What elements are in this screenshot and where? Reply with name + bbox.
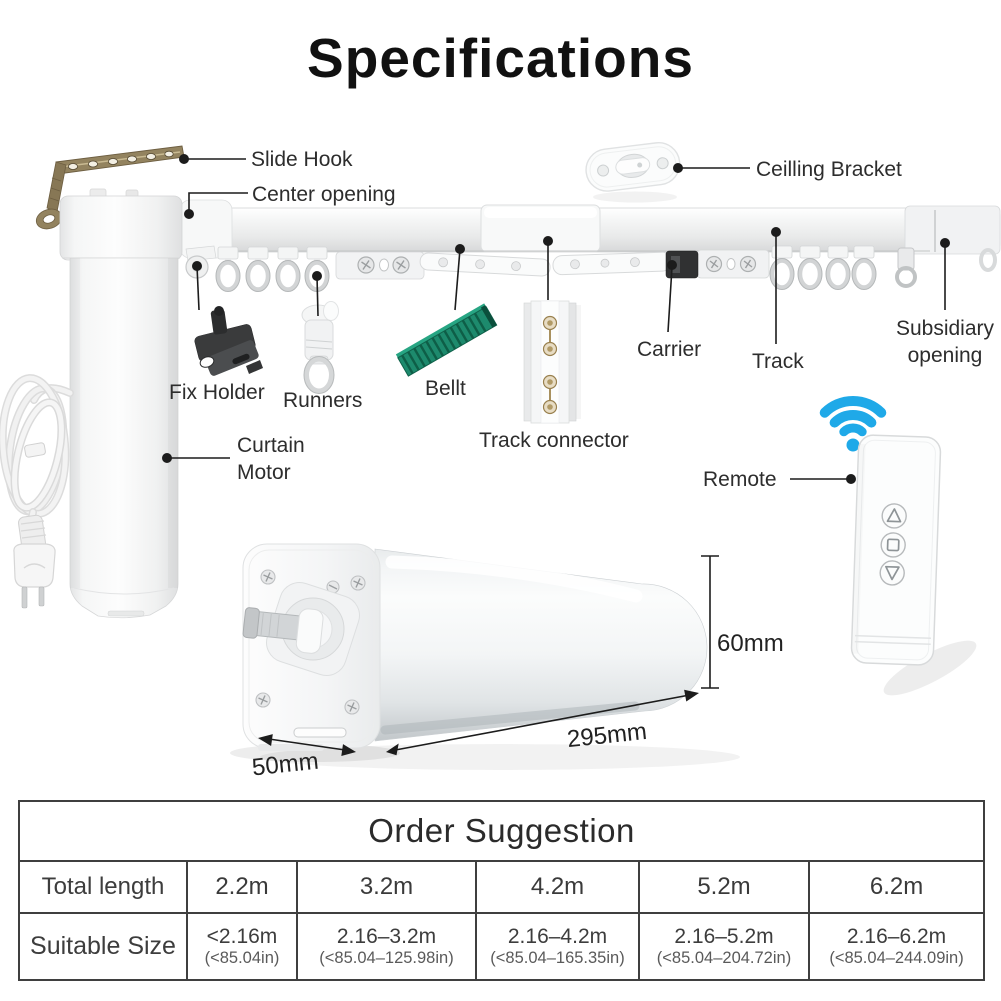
fix-holder-part (194, 306, 263, 376)
belt-drive-right (552, 249, 770, 279)
track-label: Track (752, 350, 804, 373)
total-length-value-2: 4.2m (475, 860, 640, 914)
suitable-size-m-1: 2.16–3.2m (336, 924, 437, 948)
power-plug (13, 514, 56, 609)
curtain-motor-part (59, 188, 183, 619)
suitable-size-cell-2: 2.16–4.2m (<85.04–165.35in) (475, 912, 640, 981)
total-length-value-0: 2.2m (186, 860, 298, 914)
diagram-illustration (0, 142, 1001, 770)
order-suggestion-table: Order Suggestion Total length 2.2m 3.2m … (17, 800, 986, 981)
dimension-arrowheads (258, 689, 699, 756)
motor-coupling (185, 245, 217, 279)
suitable-size-in-1: (<85.04–125.98in) (319, 948, 454, 967)
runners-on-track-right (769, 245, 997, 290)
suitable-size-cell-4: 2.16–6.2m (<85.04–244.09in) (807, 912, 986, 981)
subsidiary-opening-label: Subsidiary opening (895, 317, 995, 367)
wifi-icon (819, 395, 887, 452)
runner-part (301, 301, 339, 394)
remote-part (850, 434, 977, 696)
power-cord (0, 374, 74, 548)
total-length-value-4: 6.2m (807, 860, 986, 914)
dimension-lines (261, 555, 719, 752)
ceiling-bracket-part (585, 142, 681, 203)
dimension-height-label: 60mm (717, 630, 784, 657)
track-connector-part (523, 300, 581, 424)
leader-lines (162, 154, 950, 484)
suitable-size-m-4: 2.16–6.2m (846, 924, 947, 948)
curtain-motor-label: Curtain Motor (237, 434, 305, 484)
ceiling-bracket-label: Ceilling Bracket (756, 158, 902, 181)
row-header-total-length: Total length (18, 860, 188, 914)
runners-label: Runners (283, 389, 363, 412)
suitable-size-cell-0: <2.16m (<85.04in) (186, 912, 298, 981)
suitable-size-in-2: (<85.04–165.35in) (490, 948, 625, 967)
suitable-size-m-3: 2.16–5.2m (674, 924, 774, 948)
motor-product-photo (230, 543, 740, 770)
belt-drive-left (335, 251, 551, 280)
carrier-label: Carrier (637, 338, 702, 361)
remote-label: Remote (703, 468, 777, 491)
belt-part (395, 303, 498, 377)
row-header-suitable-size: Suitable Size (18, 912, 188, 981)
suitable-size-m-2: 2.16–4.2m (507, 924, 608, 948)
suitable-size-in-4: (<85.04–244.09in) (829, 948, 964, 967)
total-length-value-1: 3.2m (296, 860, 477, 914)
suitable-size-m-0: <2.16m (206, 924, 278, 948)
track-connector-label: Track connector (479, 429, 629, 452)
slide-hook-part (35, 145, 185, 230)
total-length-value-3: 5.2m (638, 860, 810, 914)
suitable-size-cell-1: 2.16–3.2m (<85.04–125.98in) (296, 912, 477, 981)
page-title: Specifications (307, 27, 694, 89)
fix-holder-label: Fix Holder (169, 381, 265, 404)
belt-label: Bellt (425, 377, 466, 400)
suitable-size-cell-3: 2.16–5.2m (<85.04–204.72in) (638, 912, 810, 981)
center-opening-label: Center opening (252, 183, 396, 206)
runners-on-track-left (215, 246, 330, 292)
suitable-size-in-3: (<85.04–204.72in) (656, 948, 792, 967)
slide-hook-label: Slide Hook (251, 148, 353, 171)
order-table-title: Order Suggestion (17, 800, 986, 862)
suitable-size-in-0: (<85.04in) (204, 948, 280, 967)
